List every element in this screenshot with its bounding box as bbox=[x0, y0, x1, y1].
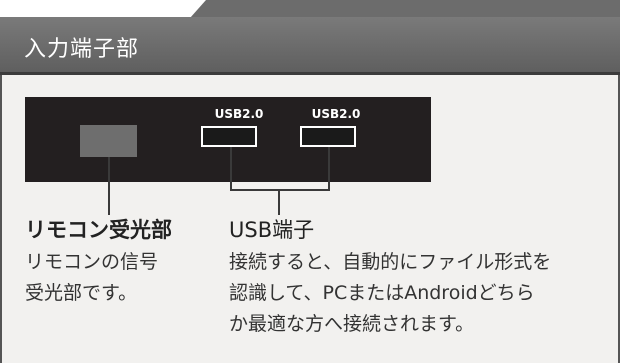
section-header: 入力端子部 bbox=[0, 17, 620, 75]
section-title: 入力端子部 bbox=[24, 37, 140, 62]
usb-desc-line: 認識して、PCまたはAndroidどちら bbox=[229, 282, 535, 304]
usb-leader-left bbox=[230, 147, 232, 191]
usb-leader-bracket bbox=[230, 189, 330, 191]
panel-border-left bbox=[0, 75, 2, 363]
usb-leader-right bbox=[328, 147, 330, 191]
content-panel: 入力端子部 USB2.0 USB2.0 リモコン受光部 リモコンの信号 受光部で… bbox=[0, 17, 620, 363]
usb-leader-stem bbox=[278, 189, 280, 215]
remote-desc-line: リモコンの信号 bbox=[25, 251, 159, 273]
usb-port-1 bbox=[201, 126, 257, 147]
remote-sensor-description: リモコンの信号 受光部です。 bbox=[25, 247, 158, 309]
remote-sensor-title: リモコン受光部 bbox=[25, 218, 172, 242]
remote-leader-line bbox=[108, 157, 110, 215]
usb-terminal-description: 接続すると、自動的にファイル形式を 認識して、PCまたはAndroidどちら か… bbox=[229, 247, 551, 340]
device-rear-panel: USB2.0 USB2.0 bbox=[25, 97, 431, 182]
header-tab-shape bbox=[190, 0, 620, 18]
usb-desc-line: 接続すると、自動的にファイル形式を bbox=[229, 251, 552, 273]
usb-terminal-title: USB端子 bbox=[229, 218, 315, 242]
usb-port-2-label: USB2.0 bbox=[311, 107, 361, 121]
usb-desc-line: か最適な方へ接続されます。 bbox=[229, 313, 475, 335]
remote-desc-line: 受光部です。 bbox=[25, 282, 138, 304]
ir-receiver-window bbox=[80, 125, 137, 157]
usb-port-1-label: USB2.0 bbox=[214, 107, 264, 121]
usb-port-2 bbox=[300, 126, 356, 147]
panel-border-right bbox=[618, 75, 620, 363]
